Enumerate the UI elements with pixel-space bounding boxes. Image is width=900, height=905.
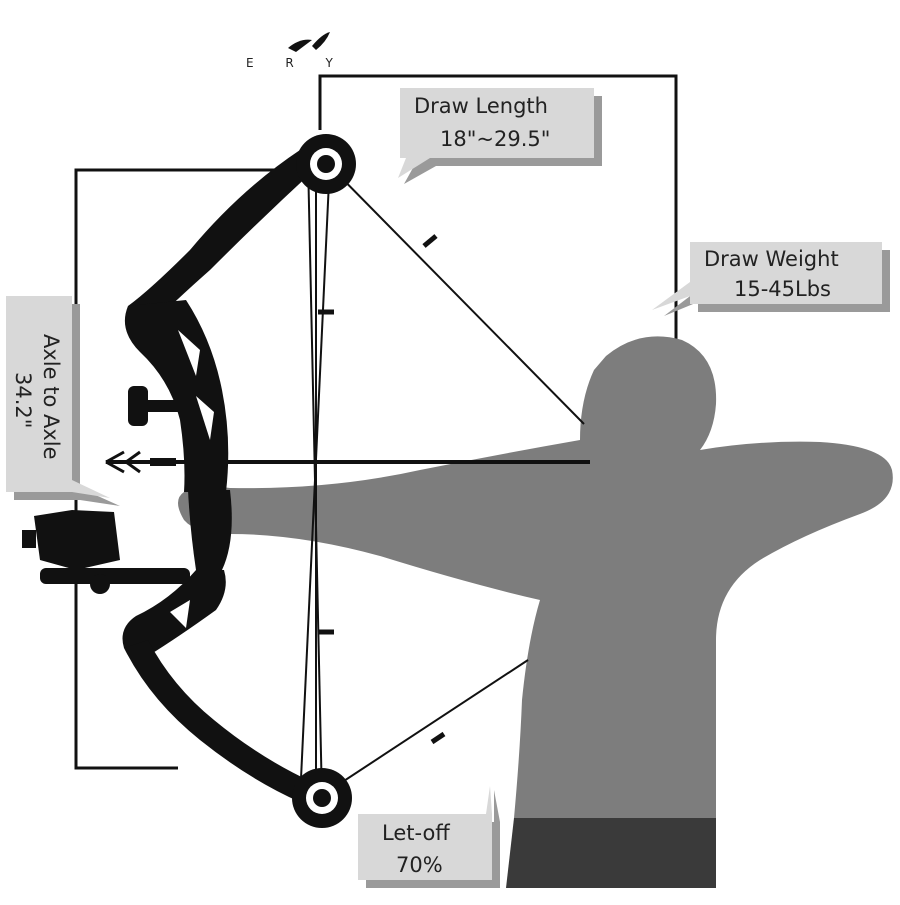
- cam-wheel-icon: [296, 134, 356, 194]
- quiver-icon: [22, 510, 120, 570]
- sight-icon: [128, 386, 190, 426]
- brand-logo: E R Y: [246, 32, 347, 70]
- axle-to-axle-value: 34.2": [11, 372, 35, 428]
- let-off-title: Let-off: [382, 821, 450, 845]
- draw-weight-title: Draw Weight: [704, 247, 839, 271]
- callout-draw-length: Draw Length 18"~29.5": [398, 88, 602, 184]
- callout-axle-to-axle: Axle to Axle 34.2": [6, 296, 120, 506]
- draw-length-bracket: [318, 74, 678, 340]
- bow-string: [299, 153, 585, 801]
- axle-to-axle-title: Axle to Axle: [39, 334, 63, 460]
- archer-silhouette-icon: [178, 336, 893, 888]
- stabilizer-icon: [40, 568, 190, 594]
- logo-text: E R Y: [246, 56, 347, 70]
- callout-let-off: Let-off 70%: [358, 786, 500, 888]
- logo-feather-icon-2: [312, 32, 330, 50]
- bow-icon: [122, 150, 312, 802]
- archer-pants: [506, 818, 716, 888]
- draw-length-value: 18"~29.5": [440, 127, 550, 151]
- cam-wheel-icon-lower: [292, 768, 352, 828]
- let-off-value: 70%: [396, 853, 443, 877]
- draw-weight-value: 15-45Lbs: [734, 277, 831, 301]
- logo-feather-icon: [288, 39, 312, 52]
- draw-length-title: Draw Length: [414, 94, 548, 118]
- cable-markers: [318, 234, 446, 745]
- callout-draw-weight: Draw Weight 15-45Lbs: [652, 242, 890, 316]
